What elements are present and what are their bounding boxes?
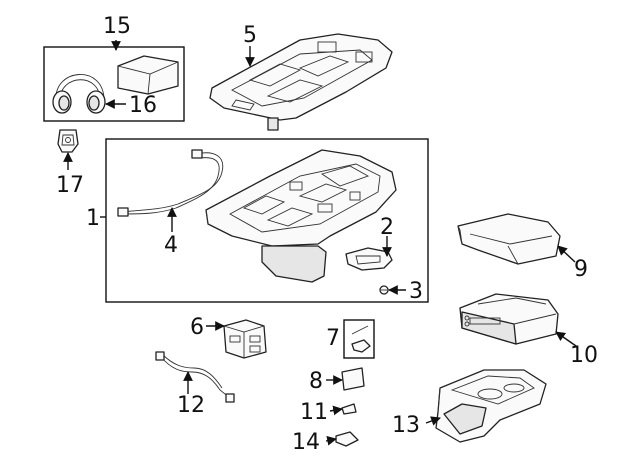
part-10-dvd-player[interactable]: [459, 293, 559, 345]
callout-15: 15: [103, 14, 131, 39]
part-3-screw[interactable]: [379, 285, 389, 295]
callout-1: 1: [86, 206, 100, 231]
callout-7: 7: [326, 326, 340, 351]
callout-9: 9: [574, 257, 588, 282]
part-7-clips[interactable]: [343, 319, 375, 359]
callout-10: 10: [570, 343, 598, 368]
callout-2: 2: [380, 215, 394, 240]
part-6-module[interactable]: [223, 319, 267, 359]
part-5-upper-tray[interactable]: [209, 33, 393, 131]
part-11-clip[interactable]: [341, 403, 357, 415]
callout-6: 6: [190, 315, 204, 340]
part-2-lens[interactable]: [345, 247, 393, 271]
part-13-storage-bin[interactable]: [435, 369, 547, 443]
part-17-remote[interactable]: [57, 129, 79, 153]
callout-17: 17: [56, 173, 84, 198]
part-16-headphones[interactable]: [52, 74, 106, 114]
callout-11: 11: [300, 400, 328, 425]
callout-4: 4: [164, 233, 178, 258]
part-9-cover[interactable]: [457, 213, 561, 265]
part-1-overhead-console[interactable]: [205, 149, 397, 283]
callout-13: 13: [392, 413, 420, 438]
part-4-wire-harness[interactable]: [117, 149, 224, 217]
callout-5: 5: [243, 23, 257, 48]
callout-12: 12: [177, 393, 205, 418]
callout-8: 8: [309, 369, 323, 394]
callout-14: 14: [292, 430, 320, 455]
part-14-tag[interactable]: [335, 431, 359, 447]
console-group-frame: [105, 138, 429, 303]
part-15-headphone-case[interactable]: [117, 55, 179, 95]
part-8-pad[interactable]: [341, 367, 365, 391]
callout-16: 16: [129, 93, 157, 118]
callout-3: 3: [409, 279, 423, 304]
